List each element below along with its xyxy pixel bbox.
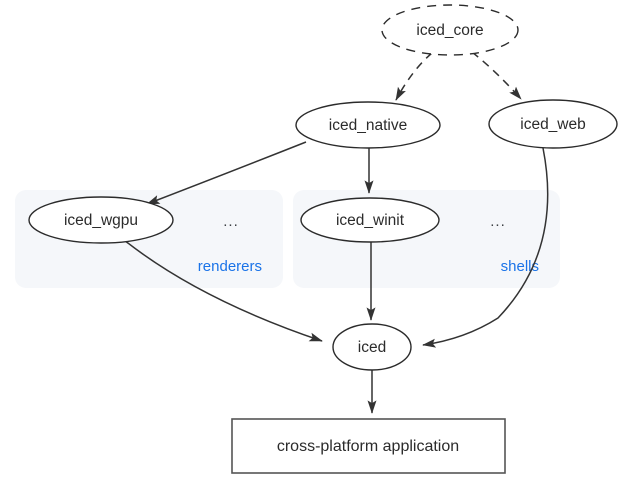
node-iced-label: iced [358, 339, 386, 356]
node-application-box[interactable] [231, 418, 506, 474]
edge-native-to-wgpu [146, 141, 307, 205]
node-iced-winit[interactable]: iced_winit [300, 197, 440, 243]
cluster-renderers-label: renderers [198, 258, 262, 275]
node-iced-core-label: iced_core [416, 22, 483, 39]
renderers-more-ellipsis: ... [223, 213, 239, 230]
node-iced-native-shape[interactable] [295, 101, 441, 149]
node-iced-native[interactable]: iced_native [295, 101, 441, 149]
node-iced-wgpu[interactable]: iced_wgpu [28, 196, 174, 244]
node-iced-core[interactable]: iced_core [381, 4, 519, 56]
edge-wgpu-to-iced [123, 239, 323, 342]
node-iced-wgpu-label: iced_wgpu [64, 212, 138, 229]
shells-more-ellipsis: ... [490, 213, 506, 230]
node-cross-platform-application[interactable]: cross-platform application [231, 418, 506, 474]
node-iced-web-shape[interactable] [488, 99, 618, 149]
node-iced-winit-label: iced_winit [336, 212, 405, 229]
node-iced-wgpu-shape[interactable] [28, 196, 174, 244]
node-iced-core-shape[interactable] [381, 4, 519, 56]
edge-web-to-iced [422, 147, 549, 348]
node-iced-winit-shape[interactable] [300, 197, 440, 243]
node-iced-web[interactable]: iced_web [488, 99, 618, 149]
cluster-shells-label: shells [501, 258, 539, 275]
node-iced-shape[interactable] [332, 323, 412, 371]
node-iced-web-label: iced_web [520, 116, 586, 133]
node-iced[interactable]: iced [332, 323, 412, 371]
edge-core-to-web [471, 51, 522, 100]
node-application-label: cross-platform application [277, 438, 459, 455]
edge-core-to-native [395, 52, 433, 101]
node-iced-native-label: iced_native [329, 117, 407, 134]
